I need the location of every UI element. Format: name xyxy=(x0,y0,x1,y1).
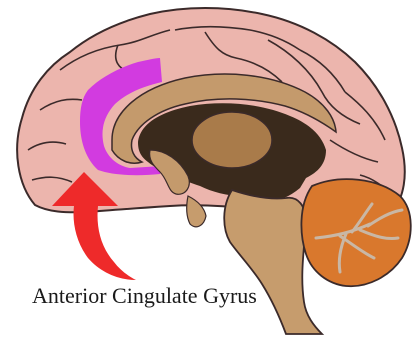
diagram-caption: Anterior Cingulate Gyrus xyxy=(32,283,257,309)
cerebellum xyxy=(301,179,410,286)
thalamus xyxy=(192,112,272,168)
